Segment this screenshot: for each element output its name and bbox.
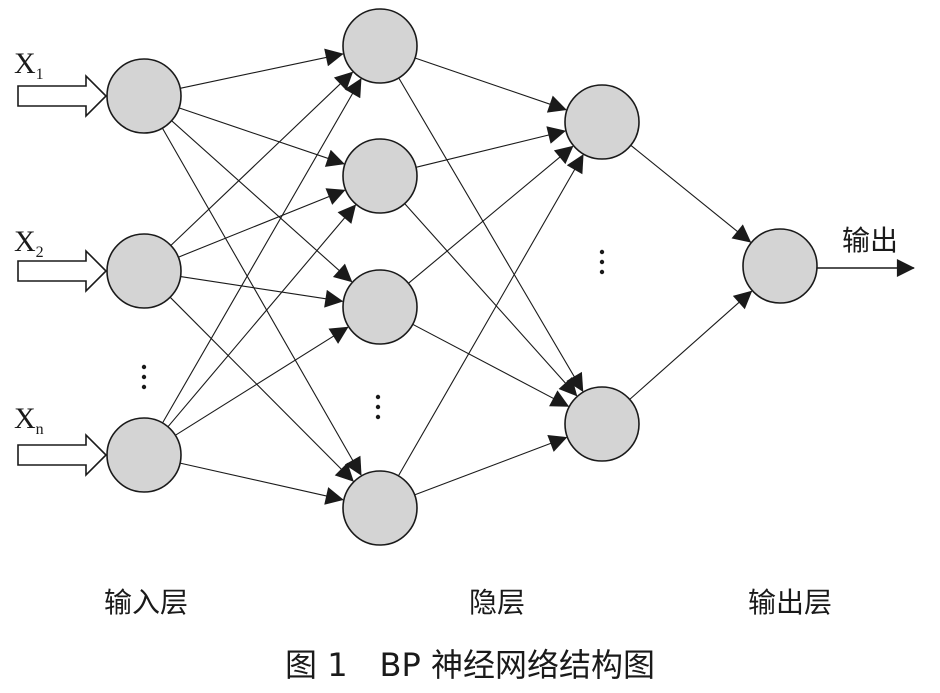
input-arrow-n xyxy=(17,433,108,477)
input-label-1: X1 xyxy=(14,47,44,83)
input-hidden-edge-3-4 xyxy=(179,462,344,505)
hidden-second-edge-3-1 xyxy=(408,145,574,284)
layer-label-hidden: 隐层 xyxy=(469,586,525,619)
input-label-2: X2 xyxy=(14,225,44,261)
input-arrows xyxy=(17,74,108,477)
input-hidden-edge-1-4 xyxy=(161,127,362,476)
hidden-node-1 xyxy=(342,8,418,84)
hidden-second-edge-4-2 xyxy=(414,435,568,496)
hidden-second-edge-3-2 xyxy=(412,323,570,407)
input-hidden-edge-3-1 xyxy=(162,78,362,424)
input-hidden-edge-3-3 xyxy=(175,326,349,436)
input-node-n xyxy=(106,417,182,493)
output-label: 输出 xyxy=(842,224,898,257)
hidden-node-3 xyxy=(342,269,418,345)
input-node-1 xyxy=(106,58,182,134)
hidden-node-m xyxy=(342,470,418,546)
second-output-edge-1-1 xyxy=(630,144,752,243)
ellipsis-input xyxy=(141,364,147,390)
layer-label-output: 输出层 xyxy=(748,586,832,619)
input-hidden-edge-1-1 xyxy=(180,48,344,89)
ellipsis-second xyxy=(599,249,605,275)
input-hidden-edge-2-1 xyxy=(170,71,354,246)
ellipsis-hidden xyxy=(375,394,381,420)
hidden-second-edge-2-1 xyxy=(415,126,566,168)
hidden-second-edge-4-1 xyxy=(397,154,584,477)
second-output-edge-2-1 xyxy=(629,290,753,400)
connection-lines xyxy=(161,48,753,505)
input-hidden-edge-1-2 xyxy=(178,107,345,167)
hidden-second-edge-1-1 xyxy=(414,57,567,113)
second-layer-node-1 xyxy=(564,84,640,160)
neuron-nodes xyxy=(106,8,818,546)
input-hidden-edge-1-3 xyxy=(171,120,353,283)
input-arrow-1 xyxy=(17,74,108,118)
hidden-node-2 xyxy=(342,138,418,214)
output-node xyxy=(742,228,818,304)
input-arrow-2 xyxy=(17,249,108,293)
input-hidden-edge-2-3 xyxy=(180,276,344,308)
layer-label-input: 输入层 xyxy=(104,586,188,619)
input-hidden-edge-2-2 xyxy=(178,188,346,258)
input-node-2 xyxy=(106,233,182,309)
second-layer-node-k xyxy=(564,386,640,462)
figure-caption: 图 1 BP 神经网络结构图 xyxy=(285,646,655,684)
hidden-second-edge-1-2 xyxy=(398,77,584,392)
input-label-n: Xn xyxy=(14,402,44,438)
input-hidden-edge-2-4 xyxy=(169,296,354,482)
input-hidden-edge-3-2 xyxy=(167,204,357,428)
hidden-second-edge-2-2 xyxy=(404,203,578,397)
